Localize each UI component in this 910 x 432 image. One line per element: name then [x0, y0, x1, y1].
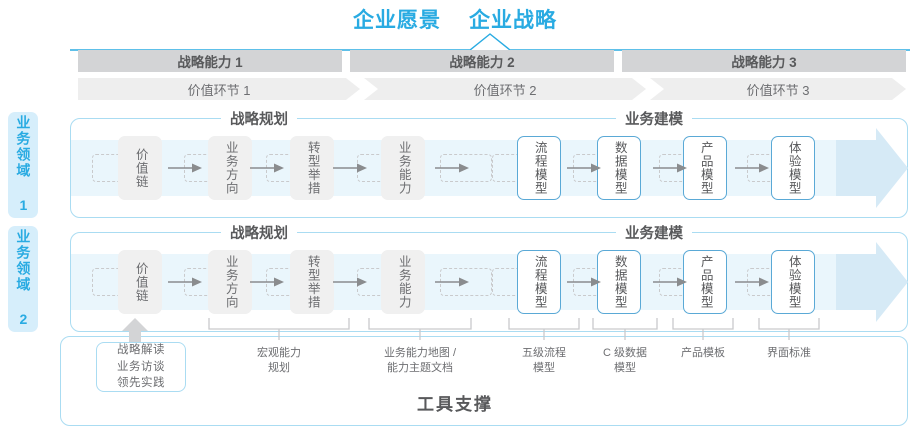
value-chain-up-arrow	[122, 318, 148, 344]
capability-bar-3: 战略能力 3	[622, 50, 906, 72]
sidebar-domain-tab-2[interactable]: 业务领域 2	[8, 226, 38, 332]
flow-node-planning-3-row1[interactable]: 转型举措	[290, 136, 334, 200]
row1-planning-title: 战略规划	[221, 108, 297, 129]
flow-node-modeling-1-row2[interactable]: 流程模型	[517, 250, 561, 314]
tool-bracket-3	[508, 318, 580, 340]
capability-bar-1: 战略能力 1	[78, 50, 342, 72]
top-title-group: 企业愿景 企业战略	[0, 4, 910, 34]
tool-bracket-1	[208, 318, 350, 340]
flow-arrow-r1-7	[735, 163, 769, 173]
tool-label-line: 界面标准	[767, 347, 811, 359]
flow-node-modeling-2-row2[interactable]: 数据模型	[597, 250, 641, 314]
tool-card-line-1: 战略解读	[117, 344, 165, 356]
tool-bracket-5	[672, 318, 734, 340]
flow-node-label: 业务能力	[396, 255, 411, 309]
flow-node-label: 转型举措	[305, 141, 320, 195]
flow-node-label: 体验模型	[786, 255, 801, 309]
tool-card-line-2: 业务访谈	[117, 360, 165, 373]
value-link-chevron-3: 价值环节 3	[650, 78, 906, 100]
flow-node-planning-4-row1[interactable]: 业务能力	[381, 136, 425, 200]
flow-node-modeling-1-row1[interactable]: 流程模型	[517, 136, 561, 200]
flow-node-label: 价值链	[133, 147, 148, 189]
flow-node-label: 业务方向	[223, 141, 238, 195]
sidebar-domain-tab-1[interactable]: 业务领域 1	[8, 112, 38, 218]
tool-label-line: 宏观能力	[257, 347, 301, 359]
tool-label-4: C 级数据模型	[565, 346, 685, 376]
flow-arrow-r1-4	[435, 163, 469, 173]
value-link-chevron-2: 价值环节 2	[364, 78, 646, 100]
enterprise-strategy-title: 企业战略	[469, 9, 557, 32]
tool-label-line: 能力主题文档	[387, 361, 453, 374]
tool-label-6: 界面标准	[729, 346, 849, 361]
flow-node-label: 流程模型	[532, 141, 547, 195]
flow-node-label: 转型举措	[305, 255, 320, 309]
tool-card-strategy[interactable]: 战略解读 业务访谈 领先实践	[96, 342, 186, 392]
tool-label-3: 五级流程模型	[484, 346, 604, 376]
flow-node-label: 业务能力	[396, 141, 411, 195]
tool-label-1: 宏观能力规划	[219, 346, 339, 376]
flow-node-planning-2-row2[interactable]: 业务方向	[208, 250, 252, 314]
flow-arrow-r2-7	[735, 277, 769, 287]
notch-divider-line	[70, 33, 910, 51]
tool-label-line: 模型	[533, 361, 555, 374]
tool-support-container	[60, 336, 908, 426]
tool-support-title: 工具支撑	[417, 395, 493, 414]
tool-bracket-2	[368, 318, 472, 340]
flow-node-planning-1-row1[interactable]: 价值链	[118, 136, 162, 200]
flow-arrow-r1-6	[653, 163, 687, 173]
tool-label-line: 模型	[614, 361, 636, 374]
flow-node-modeling-4-row2[interactable]: 体验模型	[771, 250, 815, 314]
flow-node-modeling-4-row1[interactable]: 体验模型	[771, 136, 815, 200]
row2-modeling-title: 业务建模	[616, 222, 692, 243]
capability-bar-2: 战略能力 2	[350, 50, 614, 72]
flow-arrow-r2-4	[435, 277, 469, 287]
value-link-chevron-1: 价值环节 1	[78, 78, 360, 100]
sidebar-domain-label-2: 业务领域 2	[15, 229, 32, 329]
flow-arrow-r1-3	[333, 163, 367, 173]
sidebar-domain-label-1: 业务领域 1	[15, 115, 32, 215]
flow-node-planning-1-row2[interactable]: 价值链	[118, 250, 162, 314]
enterprise-vision-title: 企业愿景	[353, 9, 441, 32]
tool-bracket-4	[592, 318, 658, 340]
flow-node-label: 数据模型	[612, 141, 627, 195]
flow-node-label: 业务方向	[223, 255, 238, 309]
flow-node-label: 价值链	[133, 261, 148, 303]
flow-arrow-r2-3	[333, 277, 367, 287]
tool-label-5: 产品模板	[643, 346, 763, 361]
flow-arrow-r2-1	[168, 277, 202, 287]
flow-arrow-r1-1	[168, 163, 202, 173]
tool-label-line: 业务能力地图 /	[383, 347, 457, 359]
flow-node-planning-4-row2[interactable]: 业务能力	[381, 250, 425, 314]
flow-arrow-r1-5	[567, 163, 601, 173]
tool-label-line: 产品模板	[681, 347, 725, 359]
flow-node-modeling-3-row1[interactable]: 产品模型	[683, 136, 727, 200]
flow-node-planning-3-row2[interactable]: 转型举措	[290, 250, 334, 314]
flow-arrow-r2-6	[653, 277, 687, 287]
flow-node-label: 数据模型	[612, 255, 627, 309]
row1-forward-arrow	[836, 128, 908, 208]
tool-card-line-3: 领先实践	[117, 377, 165, 390]
row2-planning-title: 战略规划	[221, 222, 297, 243]
flow-node-planning-2-row1[interactable]: 业务方向	[208, 136, 252, 200]
flow-node-label: 产品模型	[698, 141, 713, 195]
flow-node-label: 流程模型	[532, 255, 547, 309]
tool-label-line: C 级数据	[603, 347, 647, 359]
flow-arrow-r2-5	[567, 277, 601, 287]
flow-node-label: 产品模型	[698, 255, 713, 309]
row2-forward-arrow	[836, 242, 908, 322]
flow-node-modeling-3-row2[interactable]: 产品模型	[683, 250, 727, 314]
tool-bracket-6	[758, 318, 820, 340]
flow-node-label: 体验模型	[786, 141, 801, 195]
tool-label-line: 规划	[268, 361, 290, 374]
tool-label-2: 业务能力地图 / 能力主题文档	[360, 346, 480, 376]
flow-node-modeling-2-row1[interactable]: 数据模型	[597, 136, 641, 200]
row1-modeling-title: 业务建模	[616, 108, 692, 129]
flow-arrow-r2-2	[250, 277, 284, 287]
tool-label-line: 五级流程	[522, 347, 566, 359]
flow-arrow-r1-2	[250, 163, 284, 173]
